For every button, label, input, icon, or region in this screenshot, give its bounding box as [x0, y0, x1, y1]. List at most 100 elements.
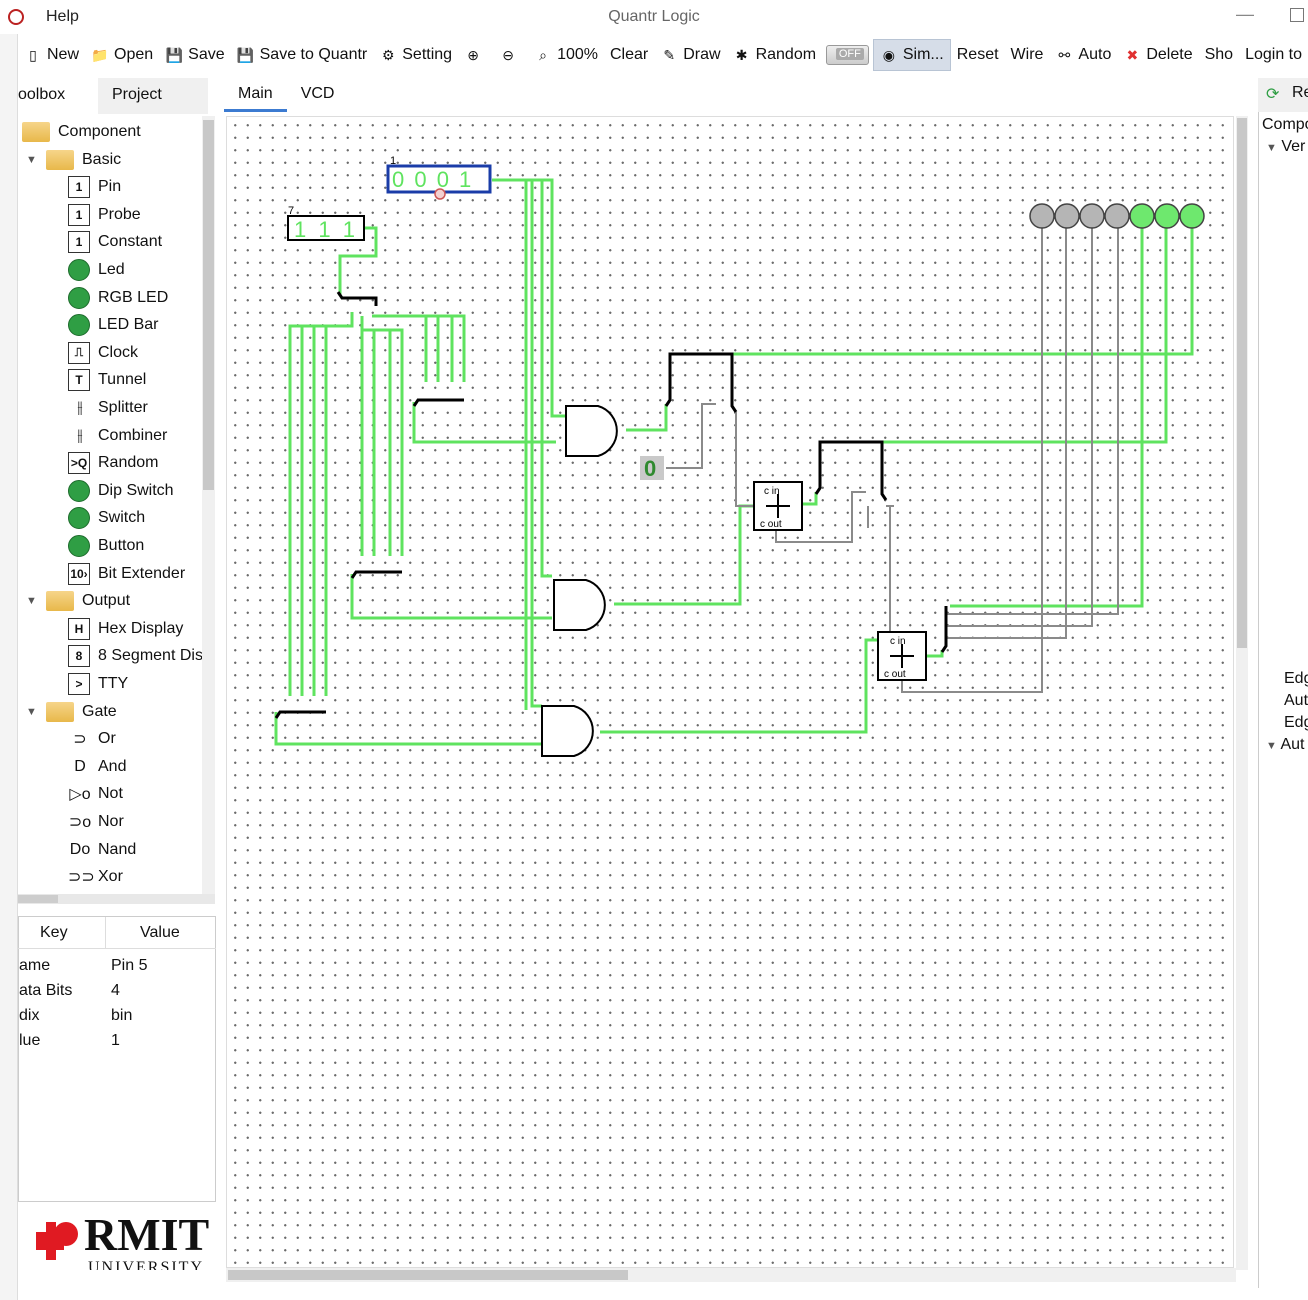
tree-item-or[interactable]: ⊃Or — [68, 727, 115, 751]
tree-item-basic[interactable]: ▼ Basic — [26, 148, 121, 172]
tree-item-led[interactable]: Led — [68, 258, 125, 282]
open-button[interactable]: 📁Open — [85, 39, 159, 71]
show-button[interactable]: Sho — [1199, 39, 1239, 71]
prop-value[interactable]: 1 — [111, 1032, 120, 1049]
folder-icon — [22, 122, 50, 142]
zoom-reset-button[interactable]: ⌕100% — [528, 39, 604, 71]
tree-item-label: Basic — [82, 150, 122, 168]
new-button[interactable]: ▯New — [18, 39, 85, 71]
adder-cout: c out — [760, 519, 782, 530]
prop-value[interactable]: bin — [111, 1007, 133, 1024]
save-button[interactable]: 💾Save — [159, 39, 230, 71]
right-item[interactable]: Edg — [1284, 670, 1308, 687]
led-off — [1104, 203, 1130, 229]
tree-item-label: Tunnel — [98, 371, 147, 389]
tree-item-rgb-led[interactable]: RGB LED — [68, 286, 168, 310]
value-column-header[interactable]: Value — [140, 923, 180, 941]
circuit-drawing: 0 0 0 1 1 1 1 1 7 0 c in c out c in c ou… — [274, 155, 1205, 757]
right-item[interactable]: Edg — [1284, 714, 1308, 731]
tree-item-led-bar[interactable]: LED Bar — [68, 313, 158, 337]
canvas-hscrollbar-thumb[interactable] — [228, 1270, 628, 1280]
refresh-icon[interactable]: ⟳ — [1266, 86, 1280, 103]
tree-item-label: Clock — [98, 343, 139, 361]
gate-icon: D — [74, 757, 86, 775]
save-to-quantr-button[interactable]: 💾Save to Quantr — [231, 39, 374, 71]
tree-item-clock[interactable]: ⎍Clock — [68, 341, 138, 365]
maximize-icon[interactable] — [1290, 8, 1304, 22]
tab-vcd[interactable]: VCD — [300, 85, 335, 102]
tab-main[interactable]: Main — [224, 78, 287, 112]
floppy-cloud-icon: 💾 — [236, 47, 255, 63]
simulation-toggle[interactable]: OFF — [826, 45, 869, 65]
tree-item-tty[interactable]: >TTY — [68, 672, 128, 696]
tree-item-splitter[interactable]: ⫲Splitter — [68, 396, 147, 420]
tree-item-gate[interactable]: ▼Gate — [26, 700, 117, 724]
login-button[interactable]: Login to — [1239, 39, 1308, 71]
window-title: Quantr Logic — [608, 8, 700, 25]
right-item[interactable]: Compo — [1262, 116, 1308, 133]
clear-button[interactable]: Clear — [604, 39, 654, 71]
draw-button[interactable]: ✎Draw — [654, 39, 726, 71]
tree-hscrollbar-thumb[interactable] — [18, 895, 58, 903]
splitter — [664, 352, 738, 413]
simulate-button[interactable]: ◉Sim... — [872, 39, 951, 71]
prop-key: ame — [19, 957, 51, 974]
tree-scrollbar-thumb[interactable] — [203, 120, 214, 490]
simulate-button-label: Sim... — [902, 46, 944, 63]
wire-button[interactable]: Wire — [1005, 39, 1050, 71]
component-icon: T — [68, 369, 90, 392]
zoom-out-button[interactable]: ⊖ — [493, 39, 528, 71]
prop-value[interactable]: Pin 5 — [111, 957, 148, 974]
tree-item-button[interactable]: Button — [68, 534, 144, 558]
wire-button-label: Wire — [1010, 46, 1044, 63]
delete-button[interactable]: ✖Delete — [1117, 39, 1198, 71]
login-button-label: Login to — [1245, 46, 1302, 63]
prop-value[interactable]: 4 — [111, 982, 120, 999]
tree-item-switch[interactable]: Switch — [68, 506, 145, 530]
minimize-icon[interactable]: — — [1236, 4, 1254, 24]
tree-item-xor[interactable]: ⊃⊃Xor — [68, 865, 123, 889]
key-column-header[interactable]: Key — [18, 917, 106, 948]
right-item[interactable]: ▼ Ver — [1266, 138, 1306, 155]
gate-icon: ⊃o — [68, 814, 92, 831]
reset-button[interactable]: Reset — [951, 39, 1005, 71]
link-icon: ⚯ — [1058, 47, 1071, 63]
right-item[interactable]: Aut — [1284, 692, 1308, 709]
left-tabs: oolbox Project — [18, 78, 216, 114]
auto-button[interactable]: ⚯Auto — [1049, 39, 1117, 71]
right-tab[interactable]: ⟳ Re — [1258, 78, 1308, 112]
tree-item-combiner[interactable]: ⫲Combiner — [68, 424, 167, 448]
canvas-vscrollbar-thumb[interactable] — [1237, 118, 1247, 648]
tree-item-component[interactable]: Component — [22, 120, 141, 144]
menu-help[interactable]: Help — [46, 8, 79, 25]
tree-item-output[interactable]: ▼Output — [26, 589, 130, 613]
random-button[interactable]: ✱Random — [727, 39, 822, 71]
setting-button[interactable]: ⚙Setting — [373, 39, 458, 71]
pin-3bit-value: 1 1 1 — [294, 217, 358, 242]
pencil-icon: ✎ — [663, 47, 676, 63]
tree-item-dip-switch[interactable]: Dip Switch — [68, 479, 174, 503]
tab-project[interactable]: Project — [98, 78, 208, 114]
tab-toolbox[interactable]: oolbox — [18, 78, 98, 114]
chevron-down-icon[interactable]: ▼ — [26, 153, 37, 166]
tree-item-bit-extender[interactable]: 10›Bit Extender — [68, 562, 185, 586]
adder-cin: c in — [764, 486, 780, 497]
zoom-in-button[interactable]: ⊕ — [458, 39, 493, 71]
led-off — [1054, 203, 1080, 229]
chevron-down-icon[interactable]: ▼ — [26, 595, 37, 608]
tree-item-tunnel[interactable]: T Tunnel — [68, 368, 146, 392]
tree-hscrollbar[interactable] — [18, 894, 215, 904]
chevron-down-icon[interactable]: ▼ — [26, 705, 37, 718]
app-icon — [8, 9, 24, 25]
right-item[interactable]: ▼ Aut — [1266, 736, 1305, 753]
